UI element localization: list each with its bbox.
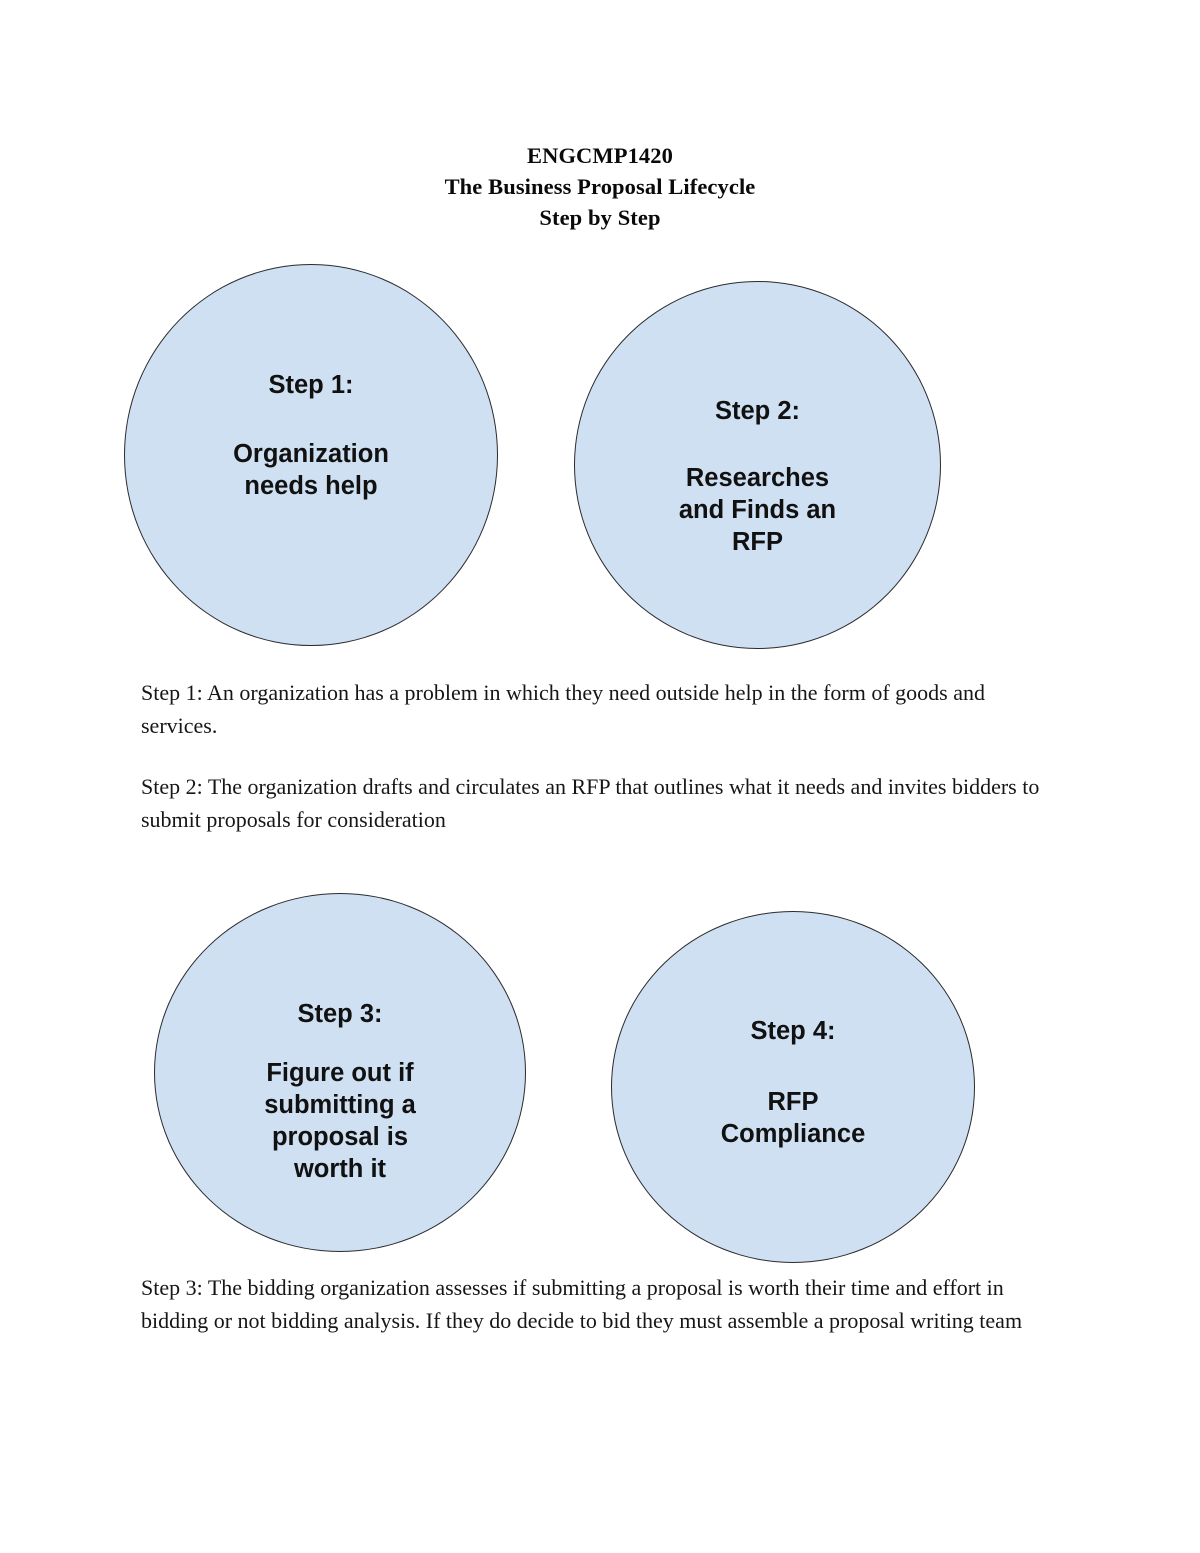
step-circle-2-body-line-1: Researches bbox=[685, 464, 830, 492]
step-circle-2: Step 2: Researches and Finds an RFP bbox=[574, 281, 941, 649]
step-circle-2-body-line-2: and Finds an bbox=[678, 496, 837, 524]
step-circle-2-body-line-3: RFP bbox=[731, 528, 783, 556]
step-circle-3-body: Figure out if submitting a proposal is w… bbox=[264, 1057, 416, 1185]
step-circle-4-body: RFP Compliance bbox=[721, 1086, 866, 1150]
title-line-subtitle: Step by Step bbox=[539, 205, 661, 230]
step-circle-3-body-line-2: submitting a bbox=[264, 1091, 416, 1119]
title-line-course-code: ENGCMP1420 bbox=[527, 143, 673, 168]
step-circle-1-label: Step 1: bbox=[268, 371, 354, 399]
document-title-block: ENGCMP1420 The Business Proposal Lifecyc… bbox=[0, 140, 1200, 233]
step-circle-3-body-line-4: worth it bbox=[293, 1155, 387, 1183]
step-circle-4-body-line-2: Compliance bbox=[720, 1120, 866, 1148]
step-circle-3-label: Step 3: bbox=[297, 1000, 383, 1028]
paragraph-step-3: Step 3: The bidding organization assesse… bbox=[141, 1275, 1023, 1333]
step-circle-1-body: Organization needs help bbox=[233, 438, 389, 502]
step-circle-1: Step 1: Organization needs help bbox=[124, 264, 498, 646]
step-circle-4-label: Step 4: bbox=[750, 1017, 836, 1045]
step-circle-3-body-line-1: Figure out if bbox=[266, 1059, 414, 1087]
step-circle-3: Step 3: Figure out if submitting a propo… bbox=[154, 893, 526, 1252]
step-circle-2-label: Step 2: bbox=[714, 397, 801, 425]
title-line-subject: The Business Proposal Lifecycle bbox=[444, 174, 756, 199]
paragraph-step-1: Step 1: An organization has a problem in… bbox=[141, 680, 985, 738]
step-circle-2-body: Researches and Finds an RFP bbox=[679, 462, 836, 558]
step-circle-1-body-line-1: Organization bbox=[233, 440, 389, 468]
step-circle-4-body-line-1: RFP bbox=[767, 1088, 819, 1116]
step-circle-1-body-line-2: needs help bbox=[244, 472, 378, 500]
paragraph-step-2: Step 2: The organization drafts and circ… bbox=[141, 774, 1040, 832]
step-circle-4: Step 4: RFP Compliance bbox=[611, 911, 975, 1263]
step-circle-3-body-line-3: proposal is bbox=[271, 1123, 409, 1151]
